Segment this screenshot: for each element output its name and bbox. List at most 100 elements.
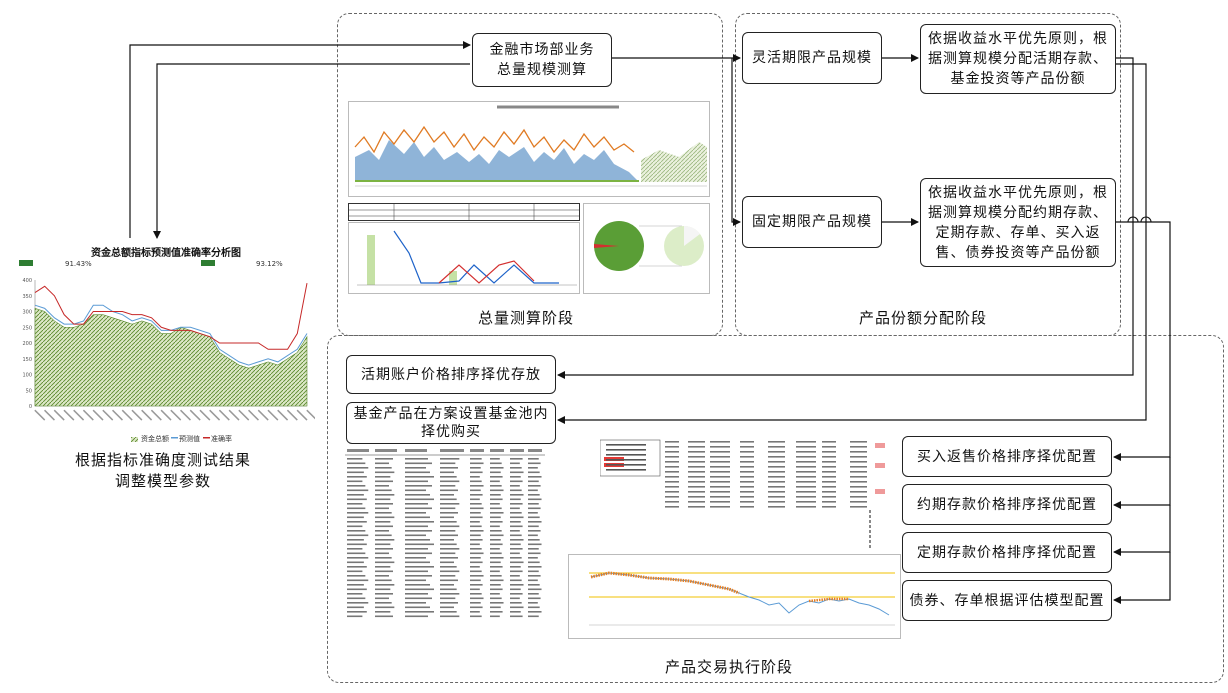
thumb-mixed-chart <box>348 222 580 294</box>
table-cell <box>510 521 521 523</box>
table-cell <box>822 496 836 498</box>
table-cell <box>528 512 538 514</box>
table-cell <box>375 570 393 573</box>
table-cell <box>347 575 366 577</box>
table-cell <box>768 501 785 503</box>
table-cell <box>405 593 428 595</box>
table-cell <box>347 512 369 514</box>
term-deposit-box[interactable]: 约期存款价格排序择优配置 <box>902 484 1112 525</box>
table-cell <box>850 476 867 478</box>
table-cell <box>490 548 500 550</box>
table-cell <box>375 548 393 550</box>
table-cell <box>375 615 393 618</box>
stat-left-value: 91.43% <box>65 260 92 268</box>
flex-alloc-box[interactable]: 依据收益水平优先原则，根 据测算规模分配活期存款、 基金投资等产品份额 <box>920 24 1116 94</box>
table-cell <box>510 561 524 564</box>
x-tick <box>53 409 65 421</box>
table-cell <box>405 507 432 510</box>
table-cell <box>796 491 816 493</box>
table-cell <box>347 543 367 546</box>
fixed-deposit-box[interactable]: 定期存款价格排序择优配置 <box>902 532 1112 573</box>
table-cell <box>405 543 434 546</box>
table-cell <box>768 446 785 448</box>
table-cell <box>347 458 363 460</box>
table-cell <box>347 561 364 564</box>
reverse-repo-box[interactable]: 买入返售价格排序择优配置 <box>902 436 1112 477</box>
table-cell <box>528 548 539 550</box>
table-cell <box>405 584 430 586</box>
flex-scale-box[interactable]: 灵活期限产品规模 <box>742 32 882 84</box>
table-cell <box>375 494 395 496</box>
table-cell <box>405 503 428 505</box>
table-cell <box>850 501 867 503</box>
table-cell <box>347 498 367 501</box>
table-cell <box>470 575 484 577</box>
table-cell <box>405 534 426 537</box>
table-cell <box>490 471 501 474</box>
left-note-line-1: 根据指标准确度测试结果 <box>74 451 251 469</box>
table-cell <box>440 467 458 469</box>
table-cell <box>665 481 679 483</box>
table-cell <box>710 486 730 488</box>
fund-pool-line-2: 择优购买 <box>421 424 481 440</box>
table-cell <box>490 467 504 469</box>
table-cell <box>740 496 754 498</box>
fixed-scale-box[interactable]: 固定期限产品规模 <box>742 196 882 248</box>
x-tick <box>141 409 153 421</box>
bond-cd-box[interactable]: 债券、存单根据评估模型配置 <box>902 580 1112 621</box>
stage-label-total: 总量测算阶段 <box>478 309 575 327</box>
y-tick-label: 250 <box>22 325 32 331</box>
table-cell <box>528 480 539 483</box>
table-cell <box>510 467 522 469</box>
table-cell <box>347 588 367 591</box>
flex-scale-label: 灵活期限产品规模 <box>752 50 872 66</box>
table-cell <box>606 449 646 451</box>
table-cell <box>796 456 816 458</box>
table-cell <box>768 471 785 473</box>
table-cell <box>528 570 539 573</box>
thumb-price-table-svg <box>600 439 885 508</box>
table-cell <box>822 441 836 443</box>
table-cell <box>375 516 395 519</box>
table-cell <box>510 575 520 577</box>
table-cell <box>440 503 460 505</box>
total-scale-box[interactable]: 金融市场部业务 总量规模测算 <box>472 33 612 87</box>
table-cell <box>470 480 482 483</box>
table-cell <box>470 462 484 465</box>
table-cell <box>528 566 542 568</box>
table-cell <box>528 606 540 609</box>
table-cell <box>405 602 426 604</box>
fixed-alloc-line-4: 售、债券投资等产品份额 <box>935 244 1101 261</box>
fixed-alloc-box[interactable]: 依据收益水平优先原则，根 据测算规模分配约期存款、 定期存款、存单、买入返 售、… <box>920 178 1116 267</box>
table-cell <box>490 462 502 465</box>
table-cell <box>850 491 867 493</box>
y-tick-label: 150 <box>22 357 32 363</box>
table-cell <box>490 534 504 537</box>
current-account-box[interactable]: 活期账户价格排序择优存放 <box>346 355 556 394</box>
table-cell <box>347 602 369 604</box>
table-cell <box>528 521 542 523</box>
table-cell <box>375 588 391 591</box>
fixed-alloc-line-1: 依据收益水平优先原则，根 <box>928 184 1108 201</box>
table-cell <box>470 584 483 586</box>
table-cell <box>470 512 481 514</box>
table-cell <box>470 602 481 604</box>
table-cell <box>740 486 754 488</box>
fund-pool-box[interactable]: 基金产品在方案设置基金池内 择优购买 <box>346 402 556 444</box>
x-tick <box>257 409 269 421</box>
table-cell <box>470 579 481 582</box>
table-cell <box>768 441 785 443</box>
table-cell <box>490 498 503 501</box>
table-cell <box>510 597 520 600</box>
table-cell <box>510 516 524 519</box>
fixed-alloc-line-3: 定期存款、存单、买入返 <box>935 224 1101 241</box>
table-cell <box>470 534 481 537</box>
table-cell <box>665 456 679 458</box>
table-cell <box>470 606 483 609</box>
x-tick <box>131 409 143 421</box>
table-cell <box>440 498 457 501</box>
table-cell <box>688 476 705 478</box>
table-cell <box>510 552 520 555</box>
table-cell <box>822 451 836 453</box>
table-cell <box>490 584 501 586</box>
